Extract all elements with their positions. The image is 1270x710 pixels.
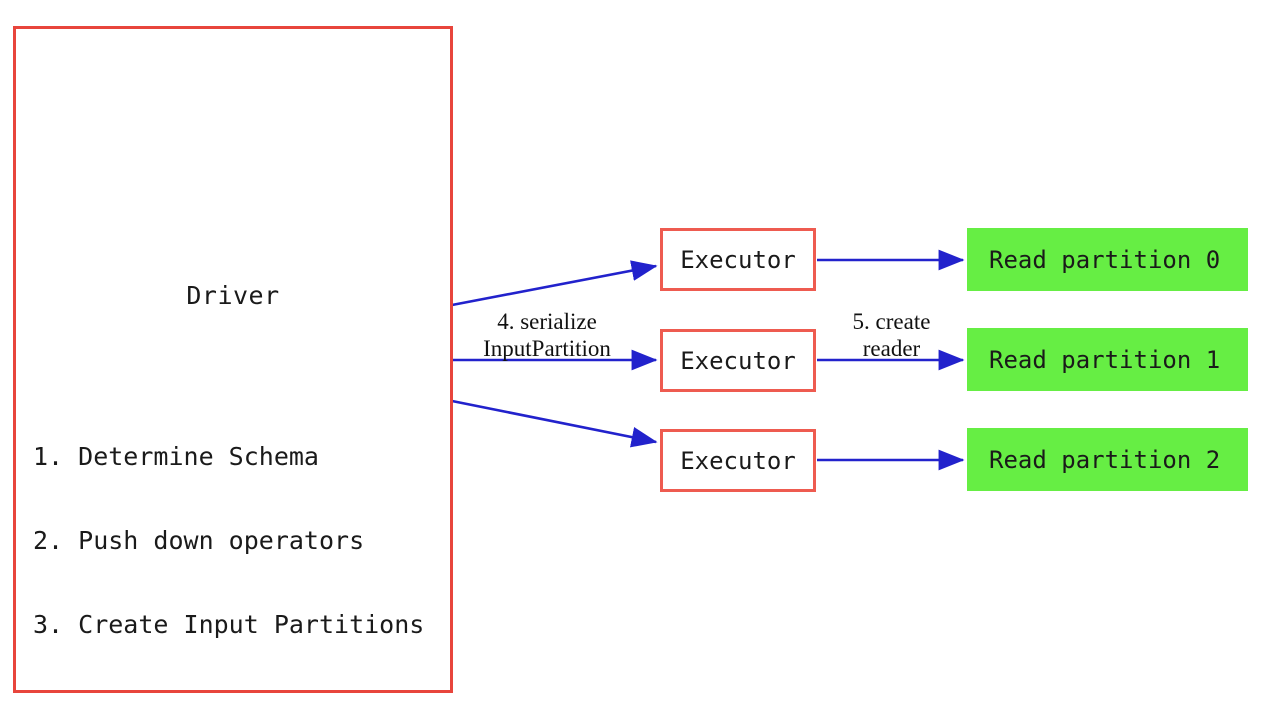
driver-step-3: 3. Create Input Partitions [33,610,425,639]
edge-label-serialize: 4. serialize InputPartition [452,308,642,362]
edge-label-create-reader-line1: 5. create [852,309,931,334]
partition-node-2[interactable]: Read partition 2 [967,428,1248,491]
partition-node-1[interactable]: Read partition 1 [967,328,1248,391]
driver-title: Driver [186,281,280,310]
edge-label-create-reader: 5. create reader [824,308,959,362]
executor-node-3[interactable]: Executor [660,429,816,492]
arrow-driver-to-executor-1 [451,260,658,307]
edge-label-serialize-line2: InputPartition [483,336,611,361]
driver-node[interactable]: Driver 1. Determine Schema 2. Push down … [13,26,453,693]
driver-steps: 1. Determine Schema 2. Push down operato… [33,387,424,695]
arrow-driver-to-executor-3 [451,399,658,448]
executor-node-2[interactable]: Executor [660,329,816,392]
driver-step-2: 2. Push down operators [33,526,365,555]
executor-node-1[interactable]: Executor [660,228,816,291]
edge-label-serialize-line1: 4. serialize [497,309,597,334]
driver-step-1: 1. Determine Schema [33,442,319,471]
partition-node-0[interactable]: Read partition 0 [967,228,1248,291]
edge-label-create-reader-line2: reader [862,336,921,361]
